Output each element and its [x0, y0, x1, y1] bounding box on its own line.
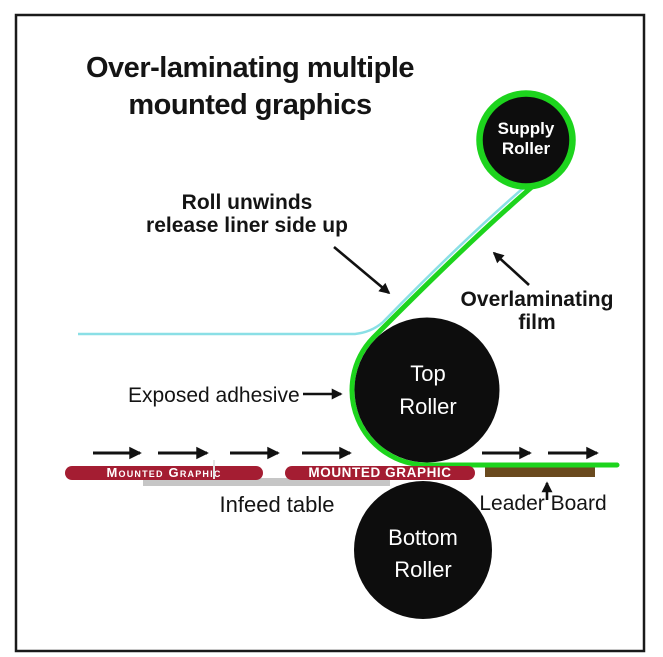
title-line-2: mounted graphics [128, 89, 372, 121]
frame-border [14, 13, 646, 653]
roll-unwinds-label: Roll unwinds release liner side up [146, 191, 348, 237]
cursor-artifact [213, 460, 215, 479]
supply-roller-label: Supply Roller [497, 119, 555, 158]
mounted-graphic-label-2: MOUNTED GRAPHIC [308, 465, 452, 480]
infeed-table-label: Infeed table [219, 492, 335, 517]
overlaminating-film-path [349, 183, 620, 468]
overlaminating-film-label: Overlaminating film [460, 288, 614, 334]
release-liner-path [78, 183, 529, 336]
bottom-roller-label: Bottom Roller [388, 525, 458, 582]
mounted-graphic-bar-1: Mounted Graphic [65, 466, 263, 480]
leader-board-label: Leader Board [479, 492, 607, 515]
supply-roller-circle [476, 90, 576, 190]
top-roller-circle [354, 317, 500, 463]
mounted-graphic-bar-2: MOUNTED GRAPHIC [285, 466, 475, 480]
mounted-graphic-label-1: Mounted Graphic [106, 465, 222, 480]
infeed-table-surface [143, 478, 390, 486]
title-line-1: Over-laminating multiple [86, 52, 415, 84]
roll-unwinds-arrow [333, 246, 391, 295]
top-roller-label: Top Roller [399, 361, 457, 419]
bottom-roller-circle [354, 481, 492, 619]
overlaminating-film-arrow [492, 251, 530, 286]
leader-board-bar [485, 465, 595, 477]
page-title: Over-laminating multiple mounted graphic… [86, 50, 415, 124]
exposed-adhesive-label: Exposed adhesive [128, 384, 300, 407]
